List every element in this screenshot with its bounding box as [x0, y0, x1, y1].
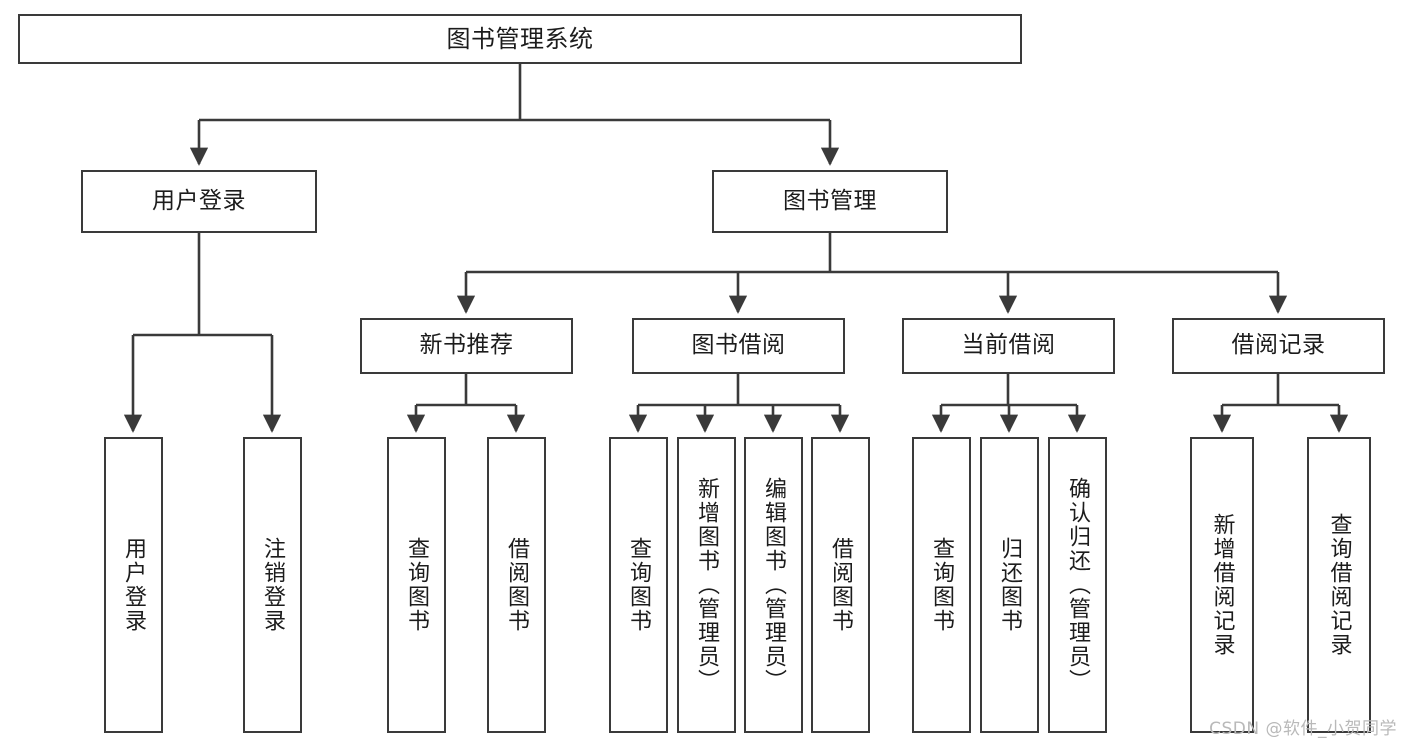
node-label: 图书管理系统	[446, 24, 594, 53]
node-book-borrow[interactable]: 图书借阅	[632, 318, 845, 374]
node-current-borrow[interactable]: 当前借阅	[902, 318, 1115, 374]
node-label: 编辑图书（管理员）	[761, 477, 787, 693]
node-label: 查询图书	[404, 537, 430, 633]
node-leaf-borrow-book-a[interactable]: 借阅图书	[487, 437, 546, 733]
node-label: 用户登录	[152, 187, 246, 214]
node-leaf-query-book-a[interactable]: 查询图书	[387, 437, 446, 733]
node-leaf-logout-login[interactable]: 注销登录	[243, 437, 302, 733]
node-leaf-edit-book[interactable]: 编辑图书（管理员）	[744, 437, 803, 733]
node-leaf-query-book-c[interactable]: 查询图书	[912, 437, 971, 733]
node-label: 新增图书（管理员）	[694, 477, 720, 693]
watermark-text: CSDN @软件_小贺同学	[1209, 719, 1397, 739]
node-label: 借阅记录	[1231, 332, 1326, 359]
node-leaf-confirm-return[interactable]: 确认归还（管理员）	[1048, 437, 1107, 733]
node-label: 图书管理	[783, 187, 877, 214]
node-label: 当前借阅	[961, 332, 1056, 359]
node-label: 借阅图书	[828, 537, 854, 633]
node-label: 确认归还（管理员）	[1065, 477, 1091, 693]
node-label: 新书推荐	[419, 332, 514, 359]
node-borrow-record[interactable]: 借阅记录	[1172, 318, 1385, 374]
node-book-management[interactable]: 图书管理	[712, 170, 948, 233]
node-leaf-query-book-b[interactable]: 查询图书	[609, 437, 668, 733]
node-label: 查询图书	[626, 537, 652, 633]
node-leaf-borrow-book-b[interactable]: 借阅图书	[811, 437, 870, 733]
node-user-login[interactable]: 用户登录	[81, 170, 317, 233]
node-label: 归还图书	[997, 537, 1023, 633]
node-label: 用户登录	[121, 537, 147, 633]
node-label: 查询图书	[929, 537, 955, 633]
node-leaf-add-borrow-record[interactable]: 新增借阅记录	[1190, 437, 1254, 733]
node-label: 借阅图书	[504, 537, 530, 633]
node-label: 查询借阅记录	[1326, 513, 1352, 657]
node-leaf-return-book[interactable]: 归还图书	[980, 437, 1039, 733]
node-new-book-recommend[interactable]: 新书推荐	[360, 318, 573, 374]
node-leaf-add-book[interactable]: 新增图书（管理员）	[677, 437, 736, 733]
node-system-root[interactable]: 图书管理系统	[18, 14, 1022, 64]
node-label: 注销登录	[260, 537, 286, 633]
node-label: 新增借阅记录	[1209, 513, 1235, 657]
node-leaf-user-login[interactable]: 用户登录	[104, 437, 163, 733]
node-label: 图书借阅	[691, 332, 786, 359]
node-leaf-query-borrow-record[interactable]: 查询借阅记录	[1307, 437, 1371, 733]
